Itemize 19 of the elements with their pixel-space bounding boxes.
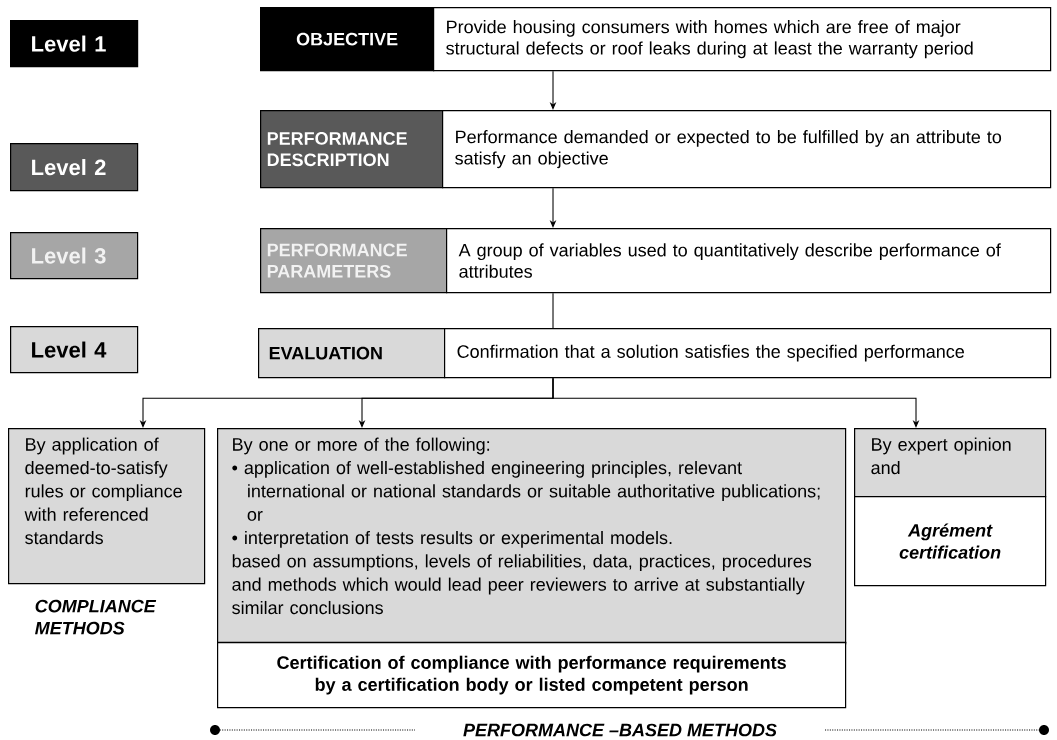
description-box: A group of variables used to quantitatively describe performance of attributes [446,228,1052,294]
level-label: Level 4 [10,326,139,374]
header-box: EVALUATION [258,328,446,379]
header-box: PERFORMANCE PARAMETERS [260,228,448,294]
method-box: By one or more of the following: • application of well-established engineering principles, relevant international or national standards or suitable authoritative publications; or • interpretation of tests results or experimental models. based on assumptions, levels of reliabilities, data, practices, procedures and methods which would lead peer reviewers to arrive at substantially similar conclusions [217,428,847,645]
method-caption: COMPLIANCE METHODS [35,599,157,635]
level-label: Level 2 [10,143,139,192]
header-box: PERFORMANCE DESCRIPTION [260,110,444,189]
description-box: Performance demanded or expected to be fulfilled by an attribute to satisfy an objective [442,110,1052,189]
level-label: Level 1 [10,20,139,68]
certification-box: Agrément certification [854,496,1047,587]
method-box: By application of deemed-to-satisfy rules or compliance with referenced standards [8,428,206,585]
description-box: Confirmation that a solution satisfies the specified performance [444,328,1052,379]
certification-box: Certification of compliance with performance requirements by a certification body or listed competent person [217,642,847,709]
level-label: Level 3 [10,232,139,280]
connector-arrow [552,377,920,428]
method-box: By expert opinion and [854,428,1047,498]
header-box: OBJECTIVE [260,7,435,72]
description-box: Provide housing consumers with homes which are free of major structural defects or roof leaks during at least the warranty period [433,7,1052,72]
